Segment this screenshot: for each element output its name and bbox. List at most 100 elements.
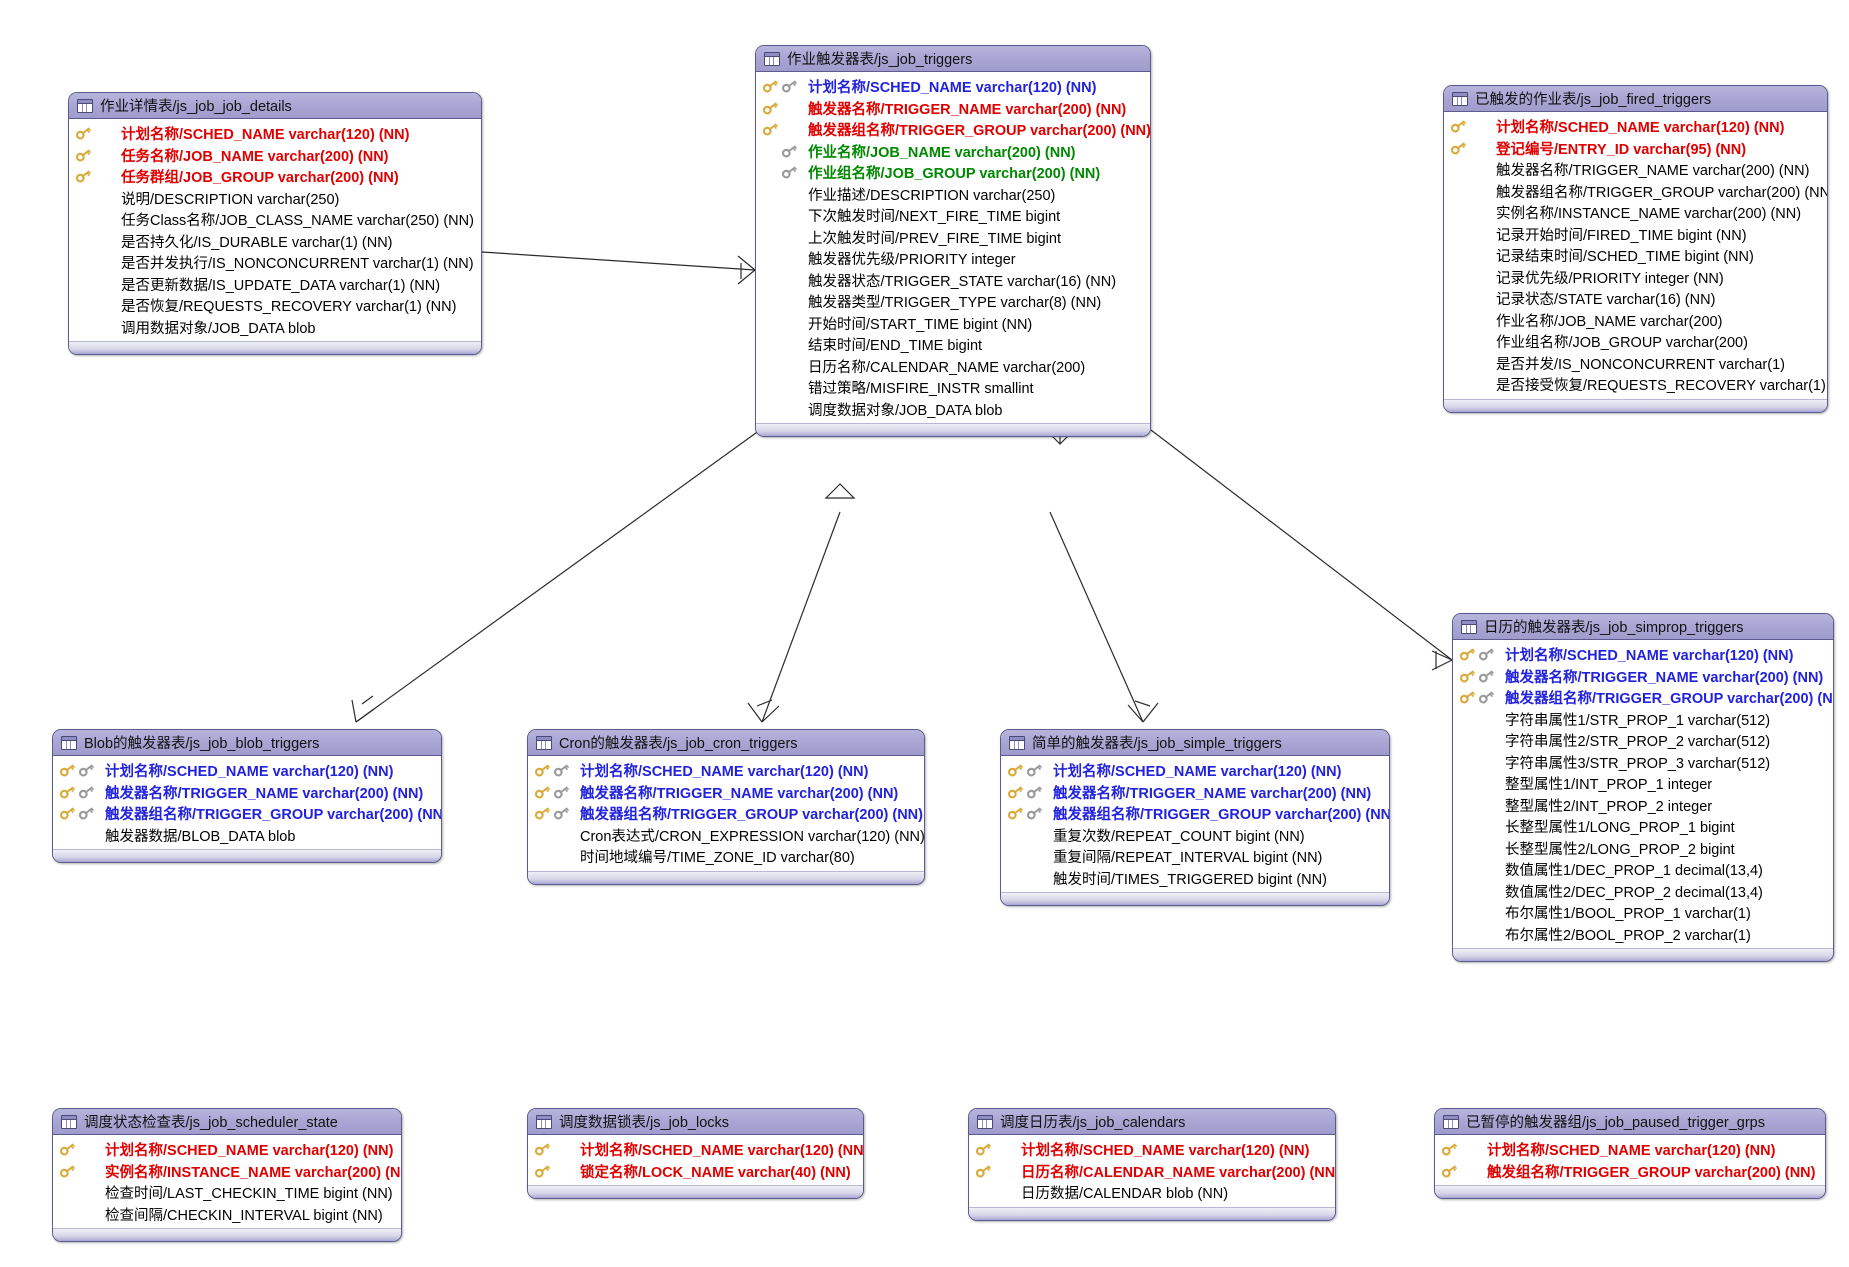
attribute-row[interactable]: 触发器组名称/TRIGGER_GROUP varchar(200) (NN) — [1001, 803, 1389, 825]
attribute-row[interactable]: 数值属性1/DEC_PROP_1 decimal(13,4) — [1453, 859, 1833, 881]
attribute-row[interactable]: 计划名称/SCHED_NAME varchar(120) (NN) — [1453, 644, 1833, 666]
attribute-row[interactable]: 作业组名称/JOB_GROUP varchar(200) (NN) — [756, 162, 1150, 184]
attribute-row[interactable]: 触发器状态/TRIGGER_STATE varchar(16) (NN) — [756, 270, 1150, 292]
attribute-row[interactable]: 是否更新数据/IS_UPDATE_DATA varchar(1) (NN) — [69, 274, 481, 296]
attribute-row[interactable]: 实例名称/INSTANCE_NAME varchar(200) (NN) — [53, 1161, 401, 1183]
attribute-row[interactable]: 日历名称/CALENDAR_NAME varchar(200) — [756, 356, 1150, 378]
attribute-row[interactable]: 计划名称/SCHED_NAME varchar(120) (NN) — [53, 1139, 401, 1161]
attribute-row[interactable]: 字符串属性2/STR_PROP_2 varchar(512) — [1453, 730, 1833, 752]
entity-paused_trigger_grps[interactable]: 已暂停的触发器组/js_job_paused_trigger_grps 计划名称/… — [1434, 1108, 1826, 1199]
entity-scheduler_state[interactable]: 调度状态检查表/js_job_scheduler_state 计划名称/SCHED… — [52, 1108, 402, 1242]
entity-header-cron_triggers[interactable]: Cron的触发器表/js_job_cron_triggers — [528, 730, 924, 756]
entity-locks[interactable]: 调度数据锁表/js_job_locks 计划名称/SCHED_NAME varch… — [527, 1108, 864, 1199]
attribute-row[interactable]: 记录优先级/PRIORITY integer (NN) — [1444, 267, 1827, 289]
entity-triggers[interactable]: 作业触发器表/js_job_triggers 计划名称/SCHED_NAME va… — [755, 45, 1151, 437]
entity-cron_triggers[interactable]: Cron的触发器表/js_job_cron_triggers 计划名称/SCHED… — [527, 729, 925, 885]
entity-header-simprop_triggers[interactable]: 日历的触发器表/js_job_simprop_triggers — [1453, 614, 1833, 640]
attribute-row[interactable]: 计划名称/SCHED_NAME varchar(120) (NN) — [53, 760, 441, 782]
attribute-row[interactable]: 计划名称/SCHED_NAME varchar(120) (NN) — [528, 1139, 863, 1161]
attribute-row[interactable]: 日历名称/CALENDAR_NAME varchar(200) (NN) — [969, 1161, 1335, 1183]
attribute-row[interactable]: 触发器名称/TRIGGER_NAME varchar(200) (NN) — [756, 98, 1150, 120]
attribute-row[interactable]: 触发器数据/BLOB_DATA blob — [53, 825, 441, 847]
attribute-row[interactable]: 触发器名称/TRIGGER_NAME varchar(200) (NN) — [1444, 159, 1827, 181]
attribute-row[interactable]: 调度数据对象/JOB_DATA blob — [756, 399, 1150, 421]
attribute-row[interactable]: 触发器名称/TRIGGER_NAME varchar(200) (NN) — [1001, 782, 1389, 804]
entity-header-fired_triggers[interactable]: 已触发的作业表/js_job_fired_triggers — [1444, 86, 1827, 112]
attribute-row[interactable]: 任务Class名称/JOB_CLASS_NAME varchar(250) (N… — [69, 209, 481, 231]
attribute-row[interactable]: 检查时间/LAST_CHECKIN_TIME bigint (NN) — [53, 1182, 401, 1204]
entity-header-scheduler_state[interactable]: 调度状态检查表/js_job_scheduler_state — [53, 1109, 401, 1135]
attribute-row[interactable]: 布尔属性1/BOOL_PROP_1 varchar(1) — [1453, 902, 1833, 924]
entity-header-simple_triggers[interactable]: 简单的触发器表/js_job_simple_triggers — [1001, 730, 1389, 756]
attribute-row[interactable]: 字符串属性1/STR_PROP_1 varchar(512) — [1453, 709, 1833, 731]
attribute-row[interactable]: 触发器组名称/TRIGGER_GROUP varchar(200) (NN) — [528, 803, 924, 825]
attribute-row[interactable]: 计划名称/SCHED_NAME varchar(120) (NN) — [1435, 1139, 1825, 1161]
attribute-row[interactable]: 说明/DESCRIPTION varchar(250) — [69, 188, 481, 210]
attribute-row[interactable]: 是否接受恢复/REQUESTS_RECOVERY varchar(1) — [1444, 374, 1827, 396]
entity-calendars[interactable]: 调度日历表/js_job_calendars 计划名称/SCHED_NAME va… — [968, 1108, 1336, 1221]
entity-header-blob_triggers[interactable]: Blob的触发器表/js_job_blob_triggers — [53, 730, 441, 756]
attribute-row[interactable]: 长整型属性2/LONG_PROP_2 bigint — [1453, 838, 1833, 860]
entity-fired_triggers[interactable]: 已触发的作业表/js_job_fired_triggers 计划名称/SCHED_… — [1443, 85, 1828, 413]
attribute-row[interactable]: 开始时间/START_TIME bigint (NN) — [756, 313, 1150, 335]
attribute-row[interactable]: 是否恢复/REQUESTS_RECOVERY varchar(1) (NN) — [69, 295, 481, 317]
entity-header-locks[interactable]: 调度数据锁表/js_job_locks — [528, 1109, 863, 1135]
attribute-row[interactable]: 计划名称/SCHED_NAME varchar(120) (NN) — [1001, 760, 1389, 782]
attribute-row[interactable]: Cron表达式/CRON_EXPRESSION varchar(120) (NN… — [528, 825, 924, 847]
attribute-row[interactable]: 记录状态/STATE varchar(16) (NN) — [1444, 288, 1827, 310]
attribute-row[interactable]: 作业名称/JOB_NAME varchar(200) (NN) — [756, 141, 1150, 163]
attribute-row[interactable]: 作业描述/DESCRIPTION varchar(250) — [756, 184, 1150, 206]
attribute-row[interactable]: 检查间隔/CHECKIN_INTERVAL bigint (NN) — [53, 1204, 401, 1226]
attribute-row[interactable]: 整型属性1/INT_PROP_1 integer — [1453, 773, 1833, 795]
attribute-row[interactable]: 计划名称/SCHED_NAME varchar(120) (NN) — [756, 76, 1150, 98]
attribute-row[interactable]: 任务名称/JOB_NAME varchar(200) (NN) — [69, 145, 481, 167]
attribute-row[interactable]: 重复间隔/REPEAT_INTERVAL bigint (NN) — [1001, 846, 1389, 868]
attribute-row[interactable]: 触发器优先级/PRIORITY integer — [756, 248, 1150, 270]
attribute-row[interactable]: 触发器类型/TRIGGER_TYPE varchar(8) (NN) — [756, 291, 1150, 313]
attribute-row[interactable]: 字符串属性3/STR_PROP_3 varchar(512) — [1453, 752, 1833, 774]
attribute-row[interactable]: 计划名称/SCHED_NAME varchar(120) (NN) — [969, 1139, 1335, 1161]
attribute-row[interactable]: 作业组名称/JOB_GROUP varchar(200) — [1444, 331, 1827, 353]
attribute-row[interactable]: 触发器名称/TRIGGER_NAME varchar(200) (NN) — [528, 782, 924, 804]
attribute-row[interactable]: 触发器组名称/TRIGGER_GROUP varchar(200) (NN) — [1444, 181, 1827, 203]
attribute-row[interactable]: 结束时间/END_TIME bigint — [756, 334, 1150, 356]
attribute-row[interactable]: 实例名称/INSTANCE_NAME varchar(200) (NN) — [1444, 202, 1827, 224]
attribute-row[interactable]: 锁定名称/LOCK_NAME varchar(40) (NN) — [528, 1161, 863, 1183]
attribute-row[interactable]: 任务群组/JOB_GROUP varchar(200) (NN) — [69, 166, 481, 188]
entity-header-calendars[interactable]: 调度日历表/js_job_calendars — [969, 1109, 1335, 1135]
attribute-row[interactable]: 是否并发执行/IS_NONCONCURRENT varchar(1) (NN) — [69, 252, 481, 274]
attribute-row[interactable]: 触发器组名称/TRIGGER_GROUP varchar(200) (NN) — [1453, 687, 1833, 709]
attribute-row[interactable]: 触发器名称/TRIGGER_NAME varchar(200) (NN) — [53, 782, 441, 804]
attribute-row[interactable]: 重复次数/REPEAT_COUNT bigint (NN) — [1001, 825, 1389, 847]
attribute-row[interactable]: 上次触发时间/PREV_FIRE_TIME bigint — [756, 227, 1150, 249]
attribute-row[interactable]: 下次触发时间/NEXT_FIRE_TIME bigint — [756, 205, 1150, 227]
attribute-row[interactable]: 计划名称/SCHED_NAME varchar(120) (NN) — [528, 760, 924, 782]
entity-header-triggers[interactable]: 作业触发器表/js_job_triggers — [756, 46, 1150, 72]
attribute-row[interactable]: 触发组名称/TRIGGER_GROUP varchar(200) (NN) — [1435, 1161, 1825, 1183]
attribute-row[interactable]: 记录开始时间/FIRED_TIME bigint (NN) — [1444, 224, 1827, 246]
attribute-row[interactable]: 时间地域编号/TIME_ZONE_ID varchar(80) — [528, 846, 924, 868]
attribute-row[interactable]: 长整型属性1/LONG_PROP_1 bigint — [1453, 816, 1833, 838]
entity-blob_triggers[interactable]: Blob的触发器表/js_job_blob_triggers 计划名称/SCHED… — [52, 729, 442, 863]
attribute-row[interactable]: 触发器组名称/TRIGGER_GROUP varchar(200) (NN) — [756, 119, 1150, 141]
entity-simprop_triggers[interactable]: 日历的触发器表/js_job_simprop_triggers 计划名称/SCHE… — [1452, 613, 1834, 962]
attribute-row[interactable]: 作业名称/JOB_NAME varchar(200) — [1444, 310, 1827, 332]
entity-header-paused_trigger_grps[interactable]: 已暂停的触发器组/js_job_paused_trigger_grps — [1435, 1109, 1825, 1135]
attribute-row[interactable]: 日历数据/CALENDAR blob (NN) — [969, 1182, 1335, 1204]
attribute-row[interactable]: 触发时间/TIMES_TRIGGERED bigint (NN) — [1001, 868, 1389, 890]
attribute-row[interactable]: 记录结束时间/SCHED_TIME bigint (NN) — [1444, 245, 1827, 267]
attribute-row[interactable]: 是否并发/IS_NONCONCURRENT varchar(1) — [1444, 353, 1827, 375]
entity-simple_triggers[interactable]: 简单的触发器表/js_job_simple_triggers 计划名称/SCHED… — [1000, 729, 1390, 906]
attribute-row[interactable]: 调用数据对象/JOB_DATA blob — [69, 317, 481, 339]
attribute-row[interactable]: 触发器名称/TRIGGER_NAME varchar(200) (NN) — [1453, 666, 1833, 688]
attribute-row[interactable]: 数值属性2/DEC_PROP_2 decimal(13,4) — [1453, 881, 1833, 903]
attribute-row[interactable]: 登记编号/ENTRY_ID varchar(95) (NN) — [1444, 138, 1827, 160]
attribute-row[interactable]: 整型属性2/INT_PROP_2 integer — [1453, 795, 1833, 817]
entity-job_details[interactable]: 作业详情表/js_job_job_details 计划名称/SCHED_NAME … — [68, 92, 482, 355]
attribute-row[interactable]: 计划名称/SCHED_NAME varchar(120) (NN) — [69, 123, 481, 145]
attribute-row[interactable]: 是否持久化/IS_DURABLE varchar(1) (NN) — [69, 231, 481, 253]
entity-header-job_details[interactable]: 作业详情表/js_job_job_details — [69, 93, 481, 119]
attribute-row[interactable]: 布尔属性2/BOOL_PROP_2 varchar(1) — [1453, 924, 1833, 946]
attribute-row[interactable]: 计划名称/SCHED_NAME varchar(120) (NN) — [1444, 116, 1827, 138]
attribute-row[interactable]: 错过策略/MISFIRE_INSTR smallint — [756, 377, 1150, 399]
